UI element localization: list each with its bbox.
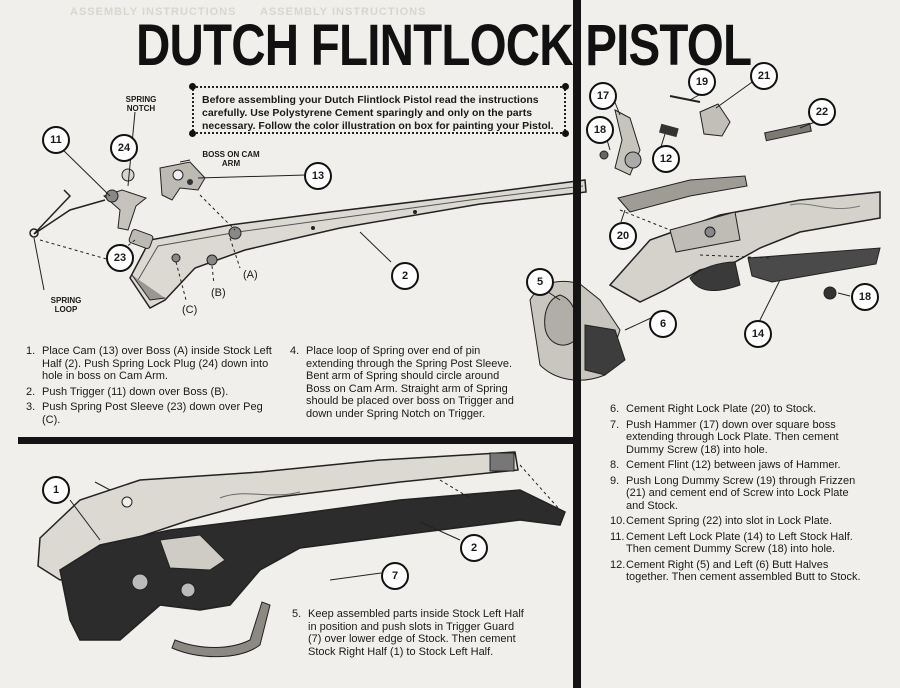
- steps-4: 4. Place loop of Spring over end of pin e…: [290, 345, 526, 423]
- callout-13: 13: [304, 162, 332, 190]
- callout-2-bottom: 2: [460, 534, 488, 562]
- instruction-step: 3. Push Spring Post Sleeve (23) down over…: [26, 401, 284, 426]
- step-text: Push Hammer (17) down over square boss e…: [626, 418, 839, 456]
- steps-6-12: 6. Cement Right Lock Plate (20) to Stock.…: [610, 403, 868, 587]
- label-spring-loop: SPRING LOOP: [50, 296, 82, 314]
- step-number: 7.: [610, 418, 620, 431]
- notice-text: Before assembling your Dutch Flintlock P…: [202, 94, 554, 132]
- instruction-step: 8. Cement Flint (12) between jaws of Hamm…: [610, 459, 868, 472]
- steps-1-3: 1. Place Cam (13) over Boss (A) inside St…: [26, 345, 284, 429]
- step-text: Cement Right Lock Plate (20) to Stock.: [626, 403, 817, 415]
- callout-24: 24: [110, 134, 138, 162]
- step-number: 5.: [292, 608, 302, 620]
- horizontal-divider: [18, 437, 576, 444]
- spring-wire-drawing: [33, 189, 106, 235]
- step-text: Place loop of Spring over end of pin ext…: [306, 345, 514, 420]
- sleeve-drawing: [128, 229, 154, 249]
- step-number: 10.: [610, 515, 626, 527]
- step-text: Cement Spring (22) into slot in Lock Pla…: [626, 515, 833, 527]
- label-boss-a: (A): [243, 269, 258, 281]
- label-boss-b: (B): [211, 287, 226, 299]
- ghost-heading-right: ASSEMBLY INSTRUCTIONS: [260, 6, 427, 18]
- instruction-step: 7. Push Hammer (17) down over square boss…: [610, 419, 868, 457]
- step-text: Push Long Dummy Screw (19) through Frizz…: [626, 474, 856, 512]
- step-number: 9.: [610, 474, 620, 487]
- callout-21: 21: [750, 62, 778, 90]
- callout-11: 11: [42, 126, 70, 154]
- callout-12: 12: [652, 145, 680, 173]
- callout-19: 19: [688, 68, 716, 96]
- step-text: Push Trigger (11) down over Boss (B).: [42, 385, 229, 398]
- instruction-step: 10.Cement Spring (22) into slot in Lock …: [610, 515, 868, 528]
- step-number: 2.: [26, 385, 36, 398]
- step-number: 3.: [26, 401, 36, 413]
- callout-18-bottom: 18: [851, 283, 879, 311]
- label-boss-on-cam-arm: BOSS ON CAM ARM: [202, 150, 260, 168]
- step-text: Place Cam (13) over Boss (A) inside Stoc…: [42, 345, 272, 382]
- spring-lock-plug-drawing: [121, 168, 135, 182]
- cam-part-drawing: [159, 161, 206, 201]
- stock-left-half-drawing: [129, 179, 587, 309]
- instruction-step: 2. Push Trigger (11) down over Boss (B).: [26, 386, 284, 399]
- callout-22: 22: [808, 98, 836, 126]
- step-text: Push Spring Post Sleeve (23) down over P…: [42, 401, 263, 426]
- page-title: DUTCH FLINTLOCK PISTOL: [136, 13, 752, 78]
- step-text: Cement Left Lock Plate (14) to Left Stoc…: [626, 530, 853, 556]
- callout-7: 7: [381, 562, 409, 590]
- callout-18-top: 18: [586, 116, 614, 144]
- step-number: 6.: [610, 403, 620, 415]
- steps-5: 5. Keep assembled parts inside Stock Left…: [292, 608, 530, 661]
- callout-23: 23: [106, 244, 134, 272]
- step-text: Cement Flint (12) between jaws of Hammer…: [626, 459, 841, 471]
- step-number: 1.: [26, 345, 36, 357]
- notice-box: Before assembling your Dutch Flintlock P…: [189, 83, 569, 137]
- instruction-step: 1. Place Cam (13) over Boss (A) inside St…: [26, 345, 284, 383]
- callout-20: 20: [609, 222, 637, 250]
- step-number: 12.: [610, 558, 626, 571]
- callout-6: 6: [649, 310, 677, 338]
- callout-2-top: 2: [391, 262, 419, 290]
- callout-14: 14: [744, 320, 772, 348]
- lock-assembly-drawing: [529, 95, 881, 381]
- instruction-step: 11.Cement Left Lock Plate (14) to Left S…: [610, 531, 868, 556]
- ghost-heading-left: ASSEMBLY INSTRUCTIONS: [70, 6, 237, 18]
- step-number: 8.: [610, 459, 620, 471]
- step-number: 4.: [290, 345, 300, 357]
- instruction-step: 4. Place loop of Spring over end of pin e…: [290, 345, 526, 420]
- step-text: Cement Right (5) and Left (6) Butt Halve…: [626, 558, 861, 584]
- step-text: Keep assembled parts inside Stock Left H…: [308, 608, 524, 658]
- stock-assembly-drawing: [37, 451, 566, 658]
- instruction-step: 12.Cement Right (5) and Left (6) Butt Ha…: [610, 559, 868, 584]
- step-number: 11.: [610, 530, 625, 543]
- trigger-part-drawing: [103, 189, 148, 231]
- callout-1: 1: [42, 476, 70, 504]
- instruction-step: 5. Keep assembled parts inside Stock Left…: [292, 608, 530, 658]
- vertical-divider: [573, 0, 581, 688]
- instruction-step: 9. Push Long Dummy Screw (19) through Fri…: [610, 475, 868, 513]
- callout-5: 5: [526, 268, 554, 296]
- callout-17: 17: [589, 82, 617, 110]
- instruction-step: 6. Cement Right Lock Plate (20) to Stock.: [610, 403, 868, 416]
- label-peg-c: (C): [182, 304, 198, 316]
- label-spring-notch: SPRING NOTCH: [125, 95, 157, 113]
